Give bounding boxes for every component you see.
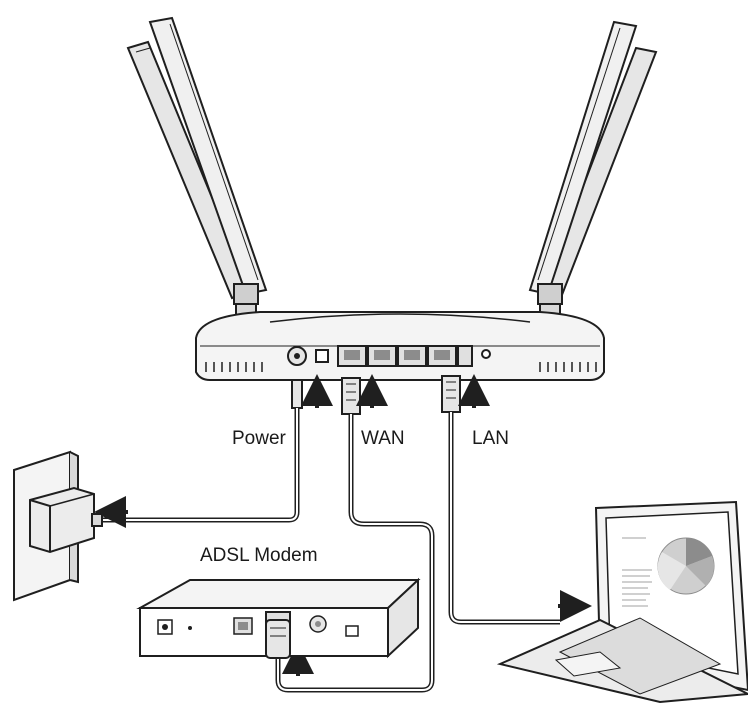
laptop-screen-text-lines (622, 537, 652, 607)
power-label: Power (232, 428, 286, 449)
router-power-switch (315, 349, 329, 363)
power-cable (100, 379, 303, 523)
modem-ethernet-port (265, 611, 291, 659)
modem-coax-port (309, 615, 327, 633)
laptop-screen-pie-graphic (657, 537, 715, 595)
router-reset-button (481, 349, 491, 359)
modem-line-port (233, 617, 253, 635)
antenna-left-front (148, 16, 268, 296)
lan-cable (441, 375, 560, 625)
modem-usb-port (345, 625, 359, 637)
adsl-modem-label: ADSL Modem (200, 545, 318, 566)
router-lan-ports (367, 345, 473, 367)
router-power-jack (287, 346, 307, 366)
laptop (496, 500, 748, 704)
wan-label: WAN (361, 428, 405, 449)
wan-cable (275, 377, 435, 693)
power-adapter (29, 486, 103, 554)
lan-label: LAN (472, 428, 509, 449)
modem-power-jack (157, 619, 173, 635)
router-wan-port (337, 345, 367, 367)
modem-reset (188, 626, 192, 630)
antenna-right-front (528, 20, 638, 296)
